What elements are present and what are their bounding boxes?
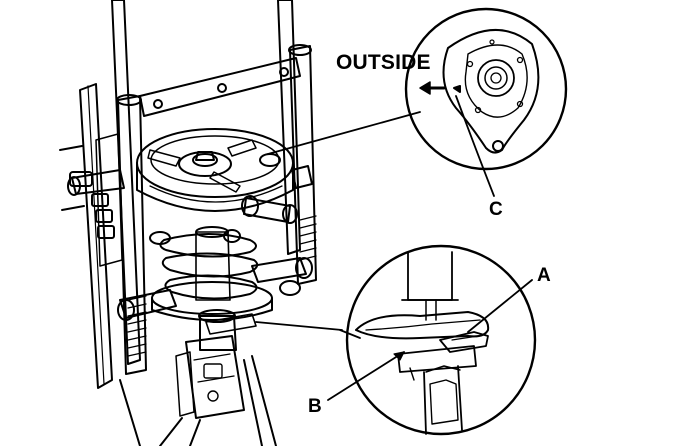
- coil-spring: [159, 226, 259, 301]
- lower-plate: [117, 229, 313, 321]
- strut-lower-body: [119, 309, 277, 446]
- callout-b-label: B: [308, 396, 322, 417]
- outside-label: OUTSIDE: [336, 51, 431, 74]
- leader-a: [467, 279, 533, 333]
- leader-c: [455, 95, 495, 197]
- upper-plate: [67, 128, 313, 224]
- spring-seat-detail-circle: [345, 244, 537, 436]
- callout-c-label: C: [489, 199, 503, 220]
- leader-b-arrowhead: [393, 351, 405, 361]
- top-mount-detail-circle: [404, 7, 568, 171]
- leader-b: [327, 351, 405, 401]
- callout-a-label: A: [537, 265, 551, 286]
- compressor-frame: [59, 0, 317, 389]
- callout-lines: [255, 111, 421, 339]
